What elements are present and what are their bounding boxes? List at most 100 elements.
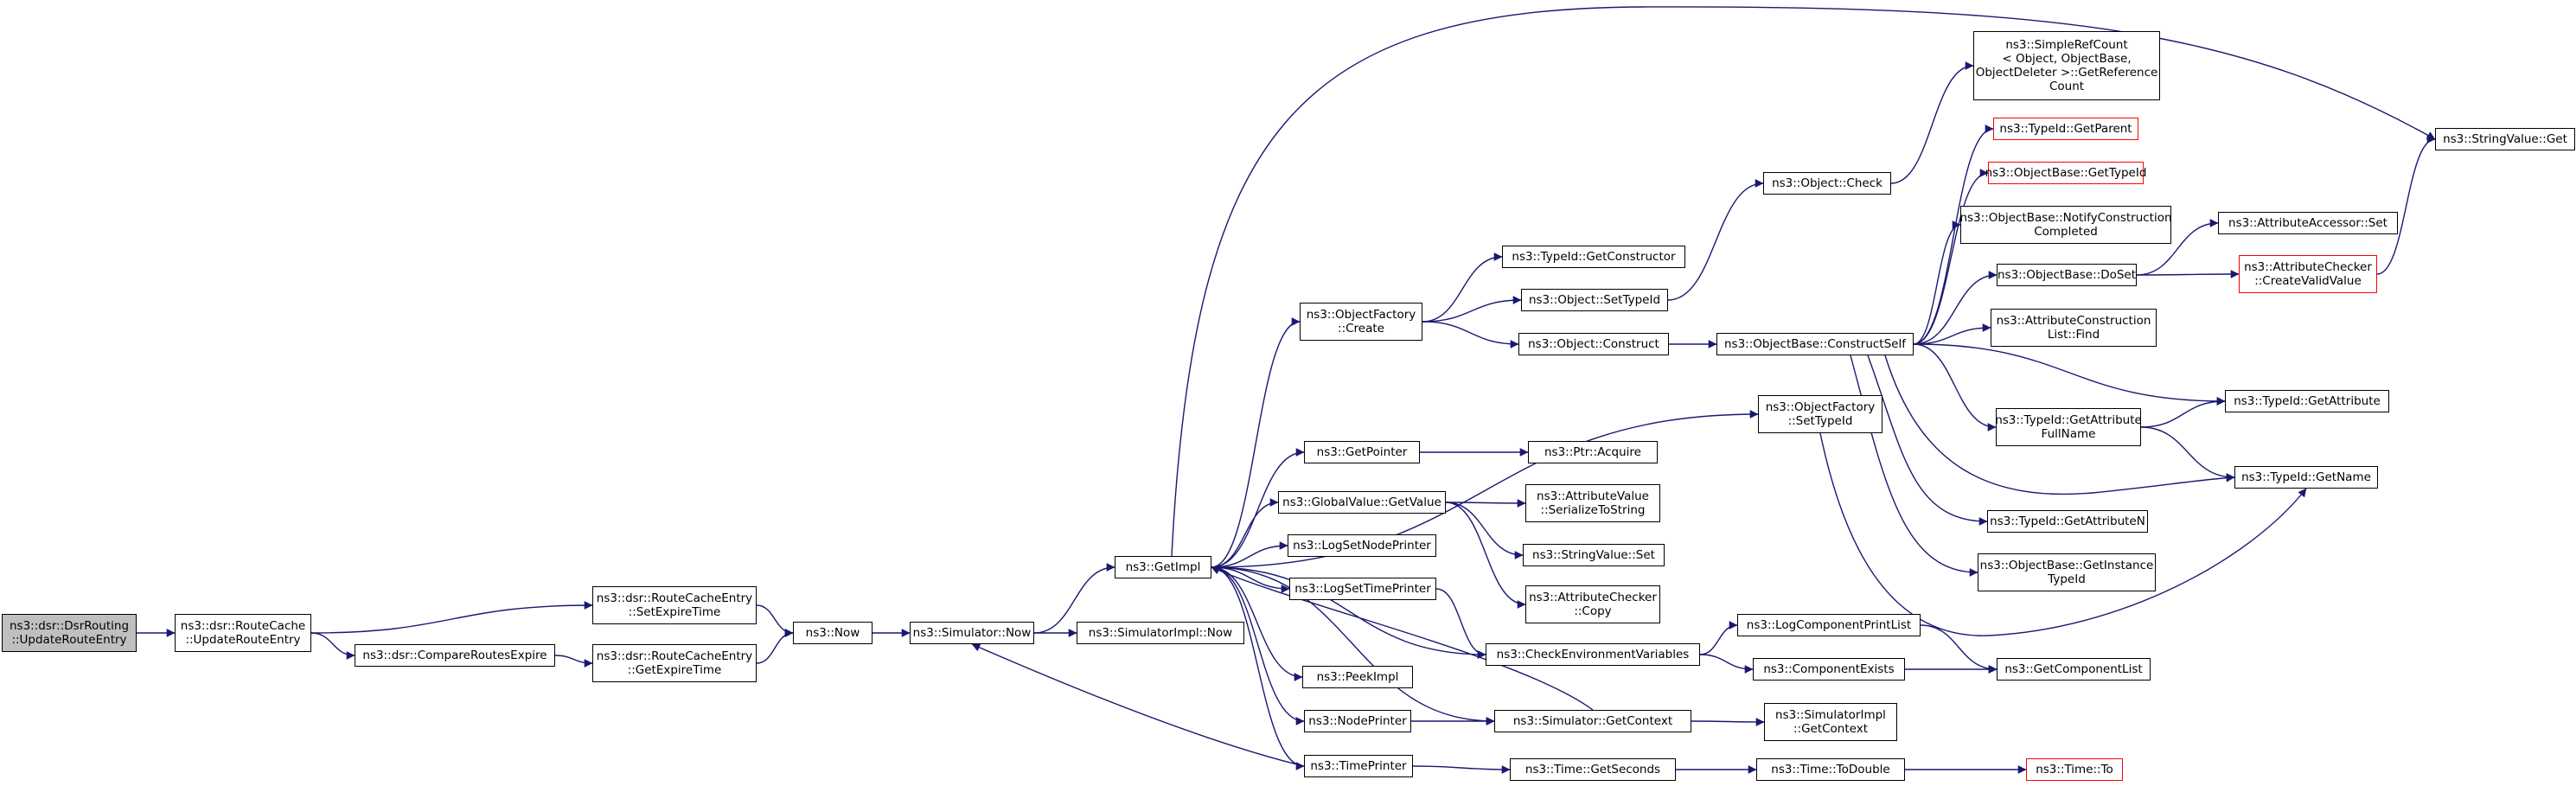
node-typeid-getname[interactable]: ns3::TypeId::GetName [2234, 466, 2378, 489]
edge-objbase_constructself-to-objbase_doset [1913, 271, 1998, 345]
edge-objbase_constructself-to-attr_construction_find [1913, 323, 1991, 345]
edge-globalvalue_getvalue-to-attrvalue_serialize [1445, 499, 1526, 508]
node-attrchecker-copy[interactable]: ns3::AttributeChecker ::Copy [1525, 585, 1660, 623]
node-typeid-getattributen[interactable]: ns3::TypeId::GetAttributeN [1987, 510, 2148, 533]
edge-objbase_constructself-to-typeid_getattribute [1913, 343, 2226, 406]
node-objbase-gettypeid[interactable]: ns3::ObjectBase::GetTypeId [1985, 162, 2146, 184]
edge-check_env-to-logcomponentprintlist [1699, 621, 1738, 655]
edge-sim_now-to-getimpl [1033, 563, 1115, 634]
edge-objbase_constructself-to-objbase_getinstancetypeid [1850, 355, 1978, 577]
node-typeid-getctor[interactable]: ns3::TypeId::GetConstructor [1502, 246, 1685, 268]
node-objbase-constructself[interactable]: ns3::ObjectBase::ConstructSelf [1716, 333, 1914, 355]
node-routecache-update[interactable]: ns3::dsr::RouteCache ::UpdateRouteEntry [175, 614, 311, 652]
node-getcomponentlist[interactable]: ns3::GetComponentList [1997, 658, 2151, 681]
edge-objbase_constructself-to-typeid_getattrfullname [1913, 343, 1997, 431]
edge-globalvalue_getvalue-to-attrchecker_copy [1445, 502, 1526, 609]
node-attr-construction-find[interactable]: ns3::AttributeConstruction List::Find [1991, 309, 2157, 347]
edge-typeid_getattrfullname-to-typeid_getattribute [2140, 397, 2226, 428]
edge-objfactory_create-to-typeid_getctor [1422, 252, 1503, 323]
node-getimpl[interactable]: ns3::GetImpl [1115, 556, 1211, 578]
node-typeid-getattrfullname[interactable]: ns3::TypeId::GetAttribute FullName [1995, 408, 2142, 446]
edge-objbase_doset-to-attr_checker_cvv [2136, 270, 2240, 278]
node-refcount[interactable]: ns3::SimpleRefCount < Object, ObjectBase… [1973, 31, 2160, 100]
node-timeprinter[interactable]: ns3::TimePrinter [1304, 755, 1413, 777]
edge-getimpl-to-peekimpl [1211, 566, 1303, 681]
node-rce-setexpire[interactable]: ns3::dsr::RouteCacheEntry ::SetExpireTim… [592, 586, 757, 624]
node-time-getseconds[interactable]: ns3::Time::GetSeconds [1510, 758, 1676, 781]
node-time-todouble[interactable]: ns3::Time::ToDouble [1756, 758, 1905, 781]
edge-check_env-to-componentexists [1699, 654, 1754, 674]
edge-objbase_constructself-to-objbase_notify [1913, 220, 1961, 345]
edge-getimpl-to-stringvalue_get [1171, 6, 2436, 557]
node-sim-now[interactable]: ns3::Simulator::Now [910, 622, 1034, 644]
edge-logcomponentprintlist-to-getcomponentlist [1920, 624, 1998, 674]
node-nodeprinter[interactable]: ns3::NodePrinter [1304, 710, 1411, 732]
edge-timeprinter-to-sim_now [971, 643, 1305, 767]
edge-getimpl-to-globalvalue_getvalue [1211, 498, 1279, 568]
node-logcomponentprintlist[interactable]: ns3::LogComponentPrintList [1737, 614, 1921, 636]
edge-routecache_update-to-compare_routes [310, 632, 355, 660]
node-objbase-getinstancetypeid[interactable]: ns3::ObjectBase::GetInstance TypeId [1978, 553, 2156, 591]
node-componentexists[interactable]: ns3::ComponentExists [1753, 658, 1905, 681]
node-attr-accessor-set[interactable]: ns3::AttributeAccessor::Set [2218, 212, 2398, 234]
edge-routecache_update-to-rce_setexpire [310, 601, 593, 634]
node-objfactory-create[interactable]: ns3::ObjectFactory ::Create [1300, 303, 1422, 341]
edge-logsettimeprinter-to-check_env [1435, 588, 1486, 659]
node-simimpl-getcontext[interactable]: ns3::SimulatorImpl ::GetContext [1764, 703, 1897, 741]
node-getpointer[interactable]: ns3::GetPointer [1304, 441, 1420, 463]
edge-getimpl-to-check_env [1211, 566, 1486, 659]
node-compare-routes[interactable]: ns3::dsr::CompareRoutesExpire [355, 644, 555, 667]
edge-getimpl-to-objfactory_settypeid [1211, 410, 1759, 568]
node-peekimpl[interactable]: ns3::PeekImpl [1302, 666, 1413, 688]
edge-getimpl-to-timeprinter [1211, 566, 1305, 770]
edge-object_check-to-refcount [1890, 61, 1974, 184]
node-check-env[interactable]: ns3::CheckEnvironmentVariables [1486, 643, 1700, 666]
edge-objbase_constructself-to-typeid_getattributen [1867, 355, 1988, 526]
node-logsettimeprinter[interactable]: ns3::LogSetTimePrinter [1289, 578, 1436, 600]
node-object-check[interactable]: ns3::Object::Check [1763, 172, 1891, 195]
node-sim-getcontext[interactable]: ns3::Simulator::GetContext [1494, 710, 1691, 732]
edge-timeprinter-to-time_getseconds [1412, 765, 1511, 774]
edge-globalvalue_getvalue-to-stringvalue_set [1445, 502, 1524, 559]
edge-getimpl-to-getpointer [1211, 448, 1305, 568]
node-object-construct[interactable]: ns3::Object::Construct [1518, 333, 1669, 355]
edge-objfactory_create-to-object_construct [1422, 321, 1519, 348]
edge-objbase_constructself-to-typeid_getname [1884, 355, 2235, 495]
node-simimpl-now[interactable]: ns3::SimulatorImpl::Now [1077, 622, 1244, 644]
edge-attr_checker_cvv-to-stringvalue_get [2376, 135, 2436, 275]
edge-getimpl-to-objfactory_create [1211, 317, 1301, 568]
node-logsetnodeprinter[interactable]: ns3::LogSetNodePrinter [1288, 534, 1436, 557]
edge-sim_getcontext-to-simimpl_getcontext [1691, 718, 1765, 726]
node-globalvalue-getvalue[interactable]: ns3::GlobalValue::GetValue [1278, 491, 1446, 514]
edge-rce_getexpire-to-now [756, 629, 794, 664]
node-stringvalue-set[interactable]: ns3::StringValue::Set [1523, 544, 1665, 566]
node-attrvalue-serialize[interactable]: ns3::AttributeValue ::SerializeToString [1525, 484, 1660, 522]
edge-sim_getcontext-to-getimpl [1211, 566, 1594, 711]
node-stringvalue-get[interactable]: ns3::StringValue::Get [2435, 128, 2575, 150]
edge-objbase_constructself-to-typeid_getparent [1913, 125, 1994, 345]
node-now[interactable]: ns3::Now [793, 622, 873, 644]
edge-typeid_getattrfullname-to-typeid_getname [2140, 426, 2235, 482]
node-objfactory-settypeid[interactable]: ns3::ObjectFactory ::SetTypeId [1758, 395, 1882, 433]
node-object-settypeid[interactable]: ns3::Object::SetTypeId [1521, 289, 1668, 311]
node-root: ns3::dsr::DsrRouting ::UpdateRouteEntry [2, 614, 137, 652]
node-ptr-acquire[interactable]: ns3::Ptr::Acquire [1528, 441, 1658, 463]
edge-object_settypeid-to-object_check [1667, 179, 1764, 301]
node-attr-checker-cvv[interactable]: ns3::AttributeChecker ::CreateValidValue [2239, 255, 2377, 293]
node-typeid-getattribute[interactable]: ns3::TypeId::GetAttribute [2225, 390, 2389, 412]
edge-getimpl-to-logsetnodeprinter [1211, 541, 1288, 568]
node-time-to[interactable]: ns3::Time::To [2026, 758, 2123, 781]
node-rce-getexpire[interactable]: ns3::dsr::RouteCacheEntry ::GetExpireTim… [592, 644, 757, 682]
edge-objfactory_settypeid-to-typeid_getname [1819, 432, 2307, 636]
node-typeid-getparent[interactable]: ns3::TypeId::GetParent [1993, 118, 2138, 140]
node-objbase-notify[interactable]: ns3::ObjectBase::NotifyConstruction Comp… [1959, 206, 2172, 244]
edge-objbase_constructself-to-objbase_gettypeid [1913, 169, 1989, 345]
edge-compare_routes-to-rce_getexpire [554, 655, 593, 668]
edge-objfactory_create-to-object_settypeid [1422, 296, 1522, 323]
edge-rce_setexpire-to-now [756, 604, 794, 637]
node-objbase-doset[interactable]: ns3::ObjectBase::DoSet [1997, 264, 2137, 286]
edge-objbase_doset-to-attr_accessor_set [2136, 219, 2219, 276]
edge-getimpl-to-sim_getcontext [1211, 566, 1495, 725]
